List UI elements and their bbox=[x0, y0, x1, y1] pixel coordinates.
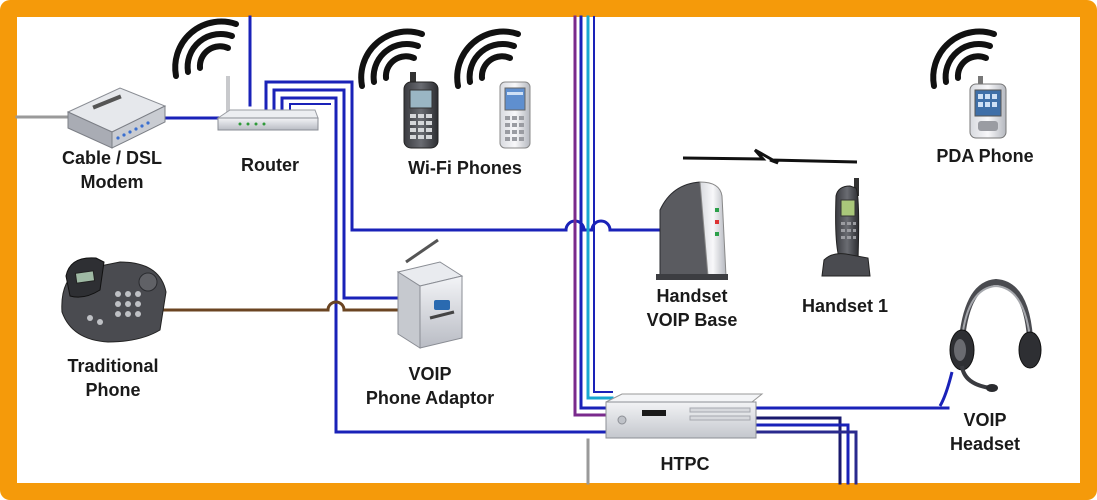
wifi-signal-phone2-icon bbox=[454, 28, 521, 89]
modem-label-line1: Cable / DSL bbox=[61, 148, 163, 168]
wifi-phones-label: Wi-Fi Phones bbox=[408, 158, 522, 178]
router-extra-line bbox=[289, 103, 331, 113]
traditional-phone-label: Traditional Phone bbox=[48, 354, 178, 402]
voip-adaptor-label: VOIP Phone Adaptor bbox=[345, 362, 515, 410]
desk-phone-icon bbox=[61, 257, 167, 343]
htpc-cyan-line bbox=[586, 15, 614, 400]
cordless-handset-icon bbox=[821, 178, 871, 277]
modem-label-line2: Modem bbox=[80, 172, 144, 192]
handset-1-label: Handset 1 bbox=[801, 296, 889, 316]
htpc-blue-line-2 bbox=[593, 16, 613, 393]
router-handset-base-line bbox=[264, 80, 662, 232]
wifi-signal-phone1-icon bbox=[358, 28, 425, 89]
handset-base-label: Handset VOIP Base bbox=[630, 284, 754, 332]
voip-adaptor-icon bbox=[396, 238, 464, 349]
router-icon bbox=[216, 76, 319, 131]
router-htpc-line bbox=[280, 96, 608, 434]
traditional-phone-label-line2: Phone bbox=[85, 380, 141, 400]
htpc-bottom-line-3 bbox=[756, 430, 858, 485]
htpc-bottom-line-1 bbox=[756, 416, 842, 485]
handset-base-label-line1: Handset bbox=[656, 286, 728, 306]
handset-base-label-line2: VOIP Base bbox=[646, 310, 738, 330]
wifi-signal-pda-icon bbox=[930, 28, 997, 89]
pda-phone-label: PDA Phone bbox=[936, 146, 1034, 166]
wireless-link-icon bbox=[682, 148, 858, 165]
voip-headset-label-line1: VOIP bbox=[963, 410, 1007, 430]
htpc-icon bbox=[605, 393, 764, 439]
voip-headset-label-line2: Headset bbox=[949, 434, 1021, 454]
htpc-bottom-line-2 bbox=[756, 423, 850, 485]
htpc-label: HTPC bbox=[660, 454, 710, 474]
headset-icon bbox=[938, 278, 1042, 407]
router-label: Router bbox=[241, 155, 299, 175]
htpc-purple-line bbox=[573, 15, 614, 417]
wifi-signal-router-icon bbox=[172, 18, 239, 79]
pda-phone-icon bbox=[969, 76, 1007, 139]
voip-adaptor-label-line1: VOIP bbox=[408, 364, 452, 384]
connection-lines bbox=[15, 15, 950, 485]
voip-headset-label: VOIP Headset bbox=[930, 408, 1040, 456]
phone-adaptor-line bbox=[163, 300, 400, 312]
modem-icon bbox=[66, 87, 167, 149]
router-adaptor-line bbox=[272, 88, 400, 300]
traditional-phone-label-line1: Traditional bbox=[67, 356, 159, 376]
handset-base-icon bbox=[656, 181, 728, 280]
wifi-phone-dark-icon bbox=[403, 72, 439, 149]
modem-label: Cable / DSL Modem bbox=[35, 146, 189, 194]
htpc-blue-line-1 bbox=[579, 15, 614, 410]
voip-adaptor-label-line2: Phone Adaptor bbox=[365, 388, 495, 408]
wifi-phone-white-icon bbox=[499, 81, 531, 149]
